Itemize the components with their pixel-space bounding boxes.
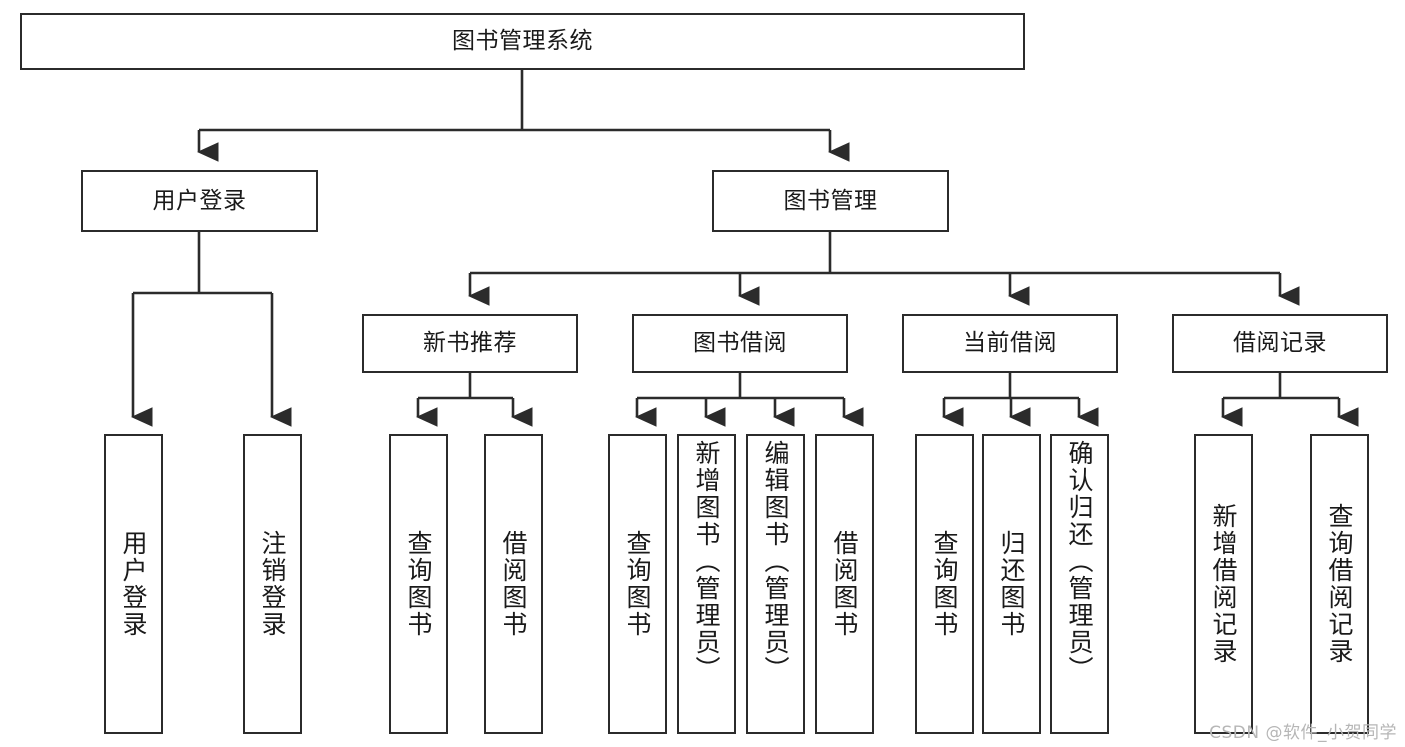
node-leaf-query-borrow-record[interactable]: 查询借阅记录 [1310, 434, 1369, 734]
node-leaf-add-book-admin[interactable]: 新增图书（管理员） [677, 434, 736, 734]
node-leaf-return-book[interactable]: 归还图书 [982, 434, 1041, 734]
node-leaf-borrow-book-bb[interactable]: 借阅图书 [815, 434, 874, 734]
node-label: 新书推荐 [423, 330, 517, 357]
node-leaf-confirm-return-admin[interactable]: 确认归还（管理员） [1050, 434, 1109, 734]
node-leaf-user-login[interactable]: 用户登录 [104, 434, 163, 734]
node-leaf-borrow-book-nb[interactable]: 借阅图书 [484, 434, 543, 734]
node-new-book-recommend[interactable]: 新书推荐 [362, 314, 578, 373]
node-label: 新增图书（管理员） [692, 440, 721, 683]
node-leaf-query-book-nb[interactable]: 查询图书 [389, 434, 448, 734]
node-label: 图书管理 [783, 187, 878, 214]
node-label: 借阅图书 [830, 530, 859, 638]
node-label: 图书借阅 [693, 330, 787, 357]
node-borrow-record[interactable]: 借阅记录 [1172, 314, 1388, 373]
node-label: 归还图书 [997, 530, 1026, 638]
node-book-borrow[interactable]: 图书借阅 [632, 314, 848, 373]
node-current-borrow[interactable]: 当前借阅 [902, 314, 1118, 373]
node-label: 编辑图书（管理员） [761, 440, 790, 683]
node-root-book-system[interactable]: 图书管理系统 [20, 13, 1025, 70]
node-label: 新增借阅记录 [1209, 503, 1238, 665]
node-label: 图书管理系统 [452, 28, 593, 55]
node-label: 借阅记录 [1233, 330, 1327, 357]
node-label: 注销登录 [258, 530, 287, 638]
node-label: 借阅图书 [499, 530, 528, 638]
watermark-credit: CSDN @软件_小贺同学 [1209, 723, 1397, 743]
node-book-management[interactable]: 图书管理 [712, 170, 949, 232]
node-leaf-edit-book-admin[interactable]: 编辑图书（管理员） [746, 434, 805, 734]
node-label: 查询图书 [930, 530, 959, 638]
node-label: 确认归还（管理员） [1065, 440, 1094, 683]
node-leaf-query-book-cb[interactable]: 查询图书 [915, 434, 974, 734]
node-label: 用户登录 [119, 530, 148, 638]
node-leaf-logout[interactable]: 注销登录 [243, 434, 302, 734]
node-label: 查询借阅记录 [1325, 503, 1354, 665]
node-label: 查询图书 [404, 530, 433, 638]
node-label: 查询图书 [623, 530, 652, 638]
node-label: 当前借阅 [963, 330, 1057, 357]
node-leaf-query-book-bb[interactable]: 查询图书 [608, 434, 667, 734]
node-label: 用户登录 [152, 187, 247, 214]
node-user-login[interactable]: 用户登录 [81, 170, 318, 232]
node-leaf-add-borrow-record[interactable]: 新增借阅记录 [1194, 434, 1253, 734]
